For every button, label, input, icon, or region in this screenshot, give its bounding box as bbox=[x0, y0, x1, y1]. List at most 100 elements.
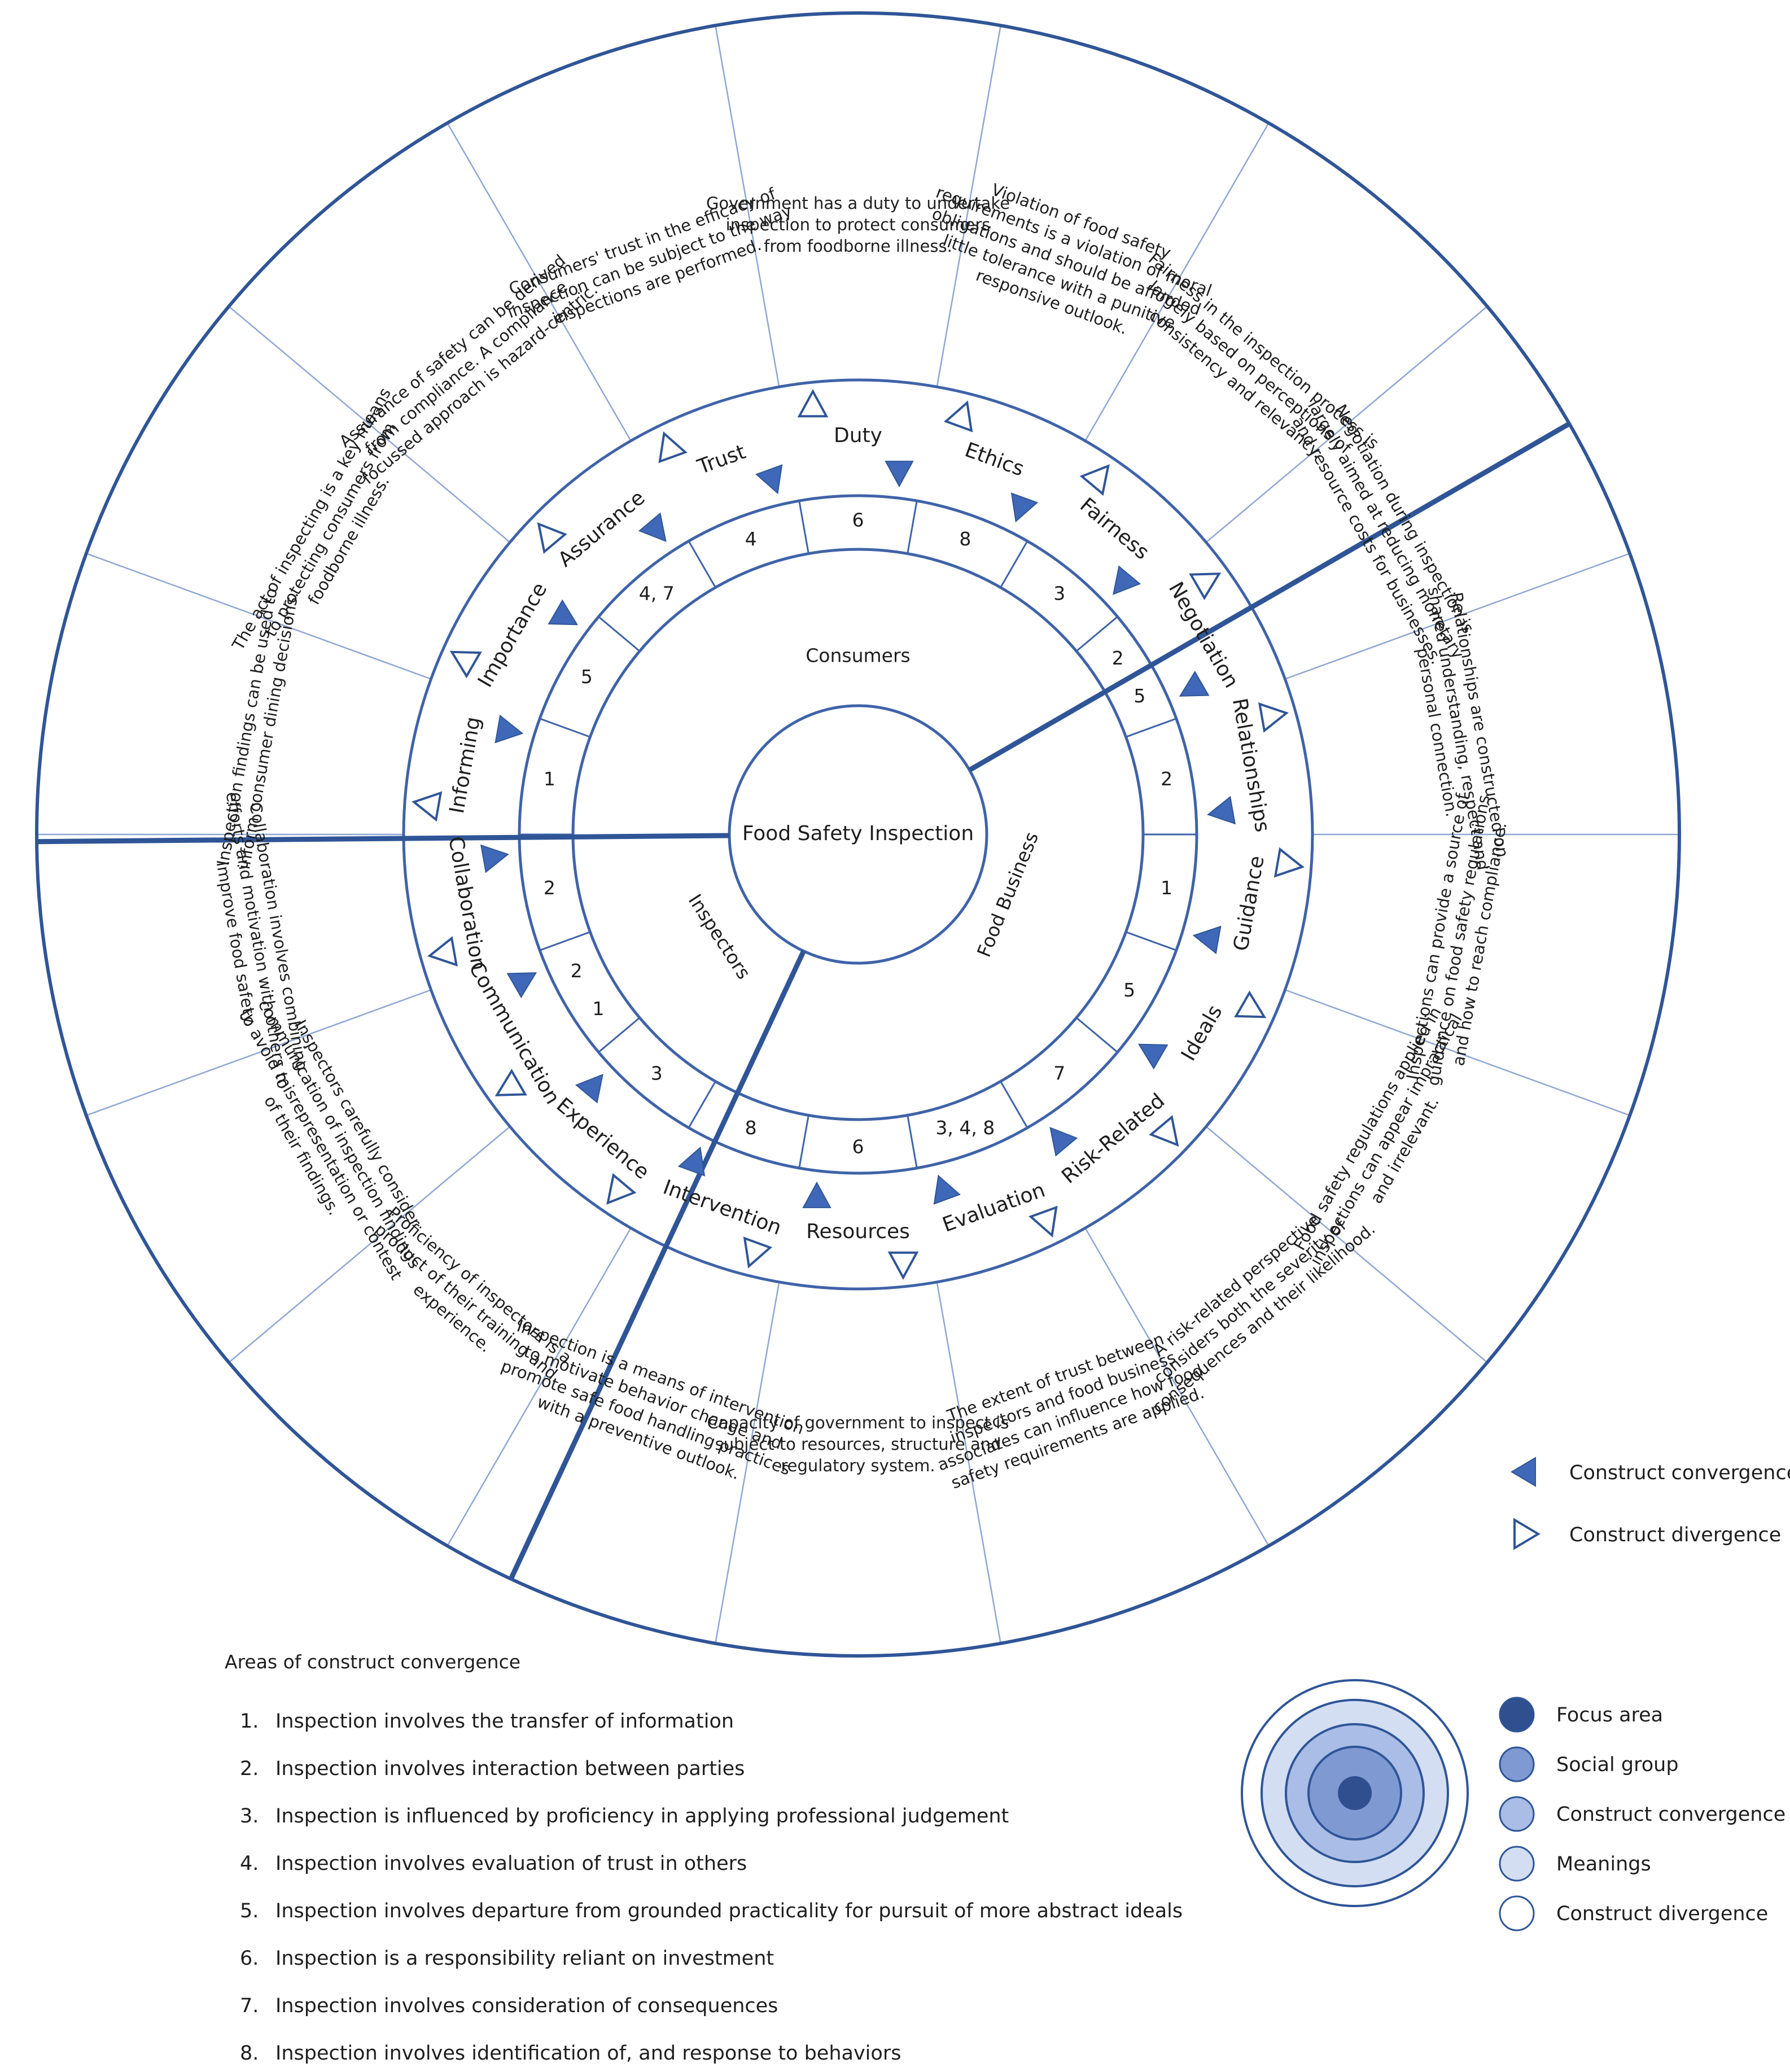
focus-area-ring bbox=[728, 704, 988, 965]
construct-label: Fairness bbox=[1075, 493, 1153, 564]
meaning-line: considers both the severity of bbox=[1150, 1216, 1350, 1388]
legend-construct-divergence-swatch bbox=[1499, 1895, 1535, 1931]
area-number: 1. bbox=[240, 1710, 259, 1733]
construct-label: Informing bbox=[445, 715, 485, 816]
meaning-spoke bbox=[1084, 1227, 1270, 1546]
divergence-marker-icon bbox=[797, 389, 829, 418]
legend-social-group-label: Social group bbox=[1556, 1754, 1679, 1776]
convergence-number: 3 bbox=[1053, 582, 1065, 604]
divergence-marker-icon bbox=[412, 791, 443, 822]
meaning-spoke bbox=[447, 123, 632, 441]
meaning-spoke bbox=[86, 553, 431, 680]
legend-meanings-label: Meanings bbox=[1556, 1853, 1651, 1876]
area-text: Inspection involves interaction between … bbox=[275, 1758, 745, 1780]
area-number: 2. bbox=[240, 1758, 259, 1780]
divergence-marker-icon bbox=[887, 1251, 919, 1280]
convergence-marker-icon bbox=[638, 512, 667, 543]
meaning-line: Government has a duty to undertake bbox=[706, 194, 1010, 213]
convergence-number: 1 bbox=[592, 998, 604, 1020]
divider-food-business-inspectors bbox=[509, 950, 806, 1580]
area-text: Inspection involves identification of, a… bbox=[275, 2042, 901, 2065]
convergence-spoke bbox=[598, 1017, 641, 1053]
group-label-food-business: Food Business bbox=[973, 829, 1043, 960]
meaning-spoke bbox=[1205, 305, 1488, 543]
construct-label: Importance bbox=[474, 579, 552, 691]
meaning-spoke bbox=[936, 1282, 1001, 1644]
area-number: 6. bbox=[240, 1947, 259, 1970]
divergence-marker-icon bbox=[943, 400, 973, 432]
convergence-marker-icon bbox=[480, 844, 509, 873]
outline-triangle-icon bbox=[1513, 1518, 1540, 1550]
meaning-line: from foodborne illness. bbox=[764, 237, 952, 256]
convergence-number: 1 bbox=[544, 768, 555, 790]
construct-label: Resources bbox=[806, 1220, 910, 1243]
convergence-number: 2 bbox=[544, 877, 555, 899]
construct-label: Trust bbox=[694, 440, 749, 479]
area-text: Inspection involves departure from groun… bbox=[275, 1900, 1183, 1922]
meaning-spoke bbox=[715, 1282, 780, 1644]
convergence-spoke bbox=[1126, 931, 1177, 951]
convergence-number: 5 bbox=[581, 666, 593, 688]
convergence-number: 3, 4, 8 bbox=[935, 1117, 995, 1139]
convergence-number: 1 bbox=[1161, 877, 1172, 899]
meaning-spoke bbox=[86, 989, 431, 1116]
convergence-number: 7 bbox=[1053, 1063, 1065, 1085]
area-text: Inspection involves consideration of con… bbox=[275, 1995, 778, 2017]
convergence-marker-icon bbox=[575, 1073, 603, 1104]
convergence-number: 4, 7 bbox=[639, 582, 675, 604]
areas-of-convergence: Areas of construct convergence 1. Inspect… bbox=[225, 1651, 1183, 2065]
areas-title: Areas of construct convergence bbox=[225, 1651, 520, 1673]
convergence-marker-icon bbox=[1192, 925, 1222, 955]
divergence-marker-icon bbox=[427, 936, 458, 967]
construct-label: Ethics bbox=[962, 438, 1027, 481]
meaning-spoke bbox=[936, 25, 1001, 387]
area-number: 3. bbox=[240, 1805, 259, 1828]
convergence-spoke bbox=[907, 1115, 918, 1169]
divider-consumers-food-business bbox=[968, 421, 1571, 772]
divergence-marker-icon bbox=[606, 1173, 637, 1205]
convergence-marker-icon bbox=[1049, 1126, 1078, 1157]
convergence-number: 6 bbox=[852, 1136, 864, 1158]
convergence-number: 6 bbox=[852, 509, 864, 531]
area-number: 7. bbox=[240, 1995, 259, 2017]
divider-inspectors-consumers bbox=[37, 833, 730, 845]
legend-construct-divergence-label: Construct divergence bbox=[1556, 1903, 1768, 1925]
convergence-spoke bbox=[688, 1081, 716, 1129]
convergence-marker-icon bbox=[1179, 671, 1210, 697]
legend-construct-convergence-label: Construct convergence bbox=[1556, 1803, 1785, 1826]
divergence-marker-icon bbox=[1273, 847, 1305, 878]
construct-meaning: Inspectors carefully considercommunicati… bbox=[217, 985, 443, 1293]
convergence-number: 5 bbox=[1133, 685, 1145, 707]
convergence-number: 5 bbox=[1123, 979, 1135, 1001]
legend-social-group-swatch bbox=[1499, 1746, 1535, 1782]
construct-ring bbox=[402, 378, 1314, 1291]
meaning-spoke bbox=[228, 305, 511, 543]
convergence-marker-icon bbox=[677, 1146, 706, 1177]
meaning-spoke bbox=[228, 1126, 511, 1363]
divergence-marker-icon bbox=[537, 522, 567, 554]
construct-label: Intervention bbox=[660, 1175, 785, 1240]
divergence-marker-icon bbox=[1234, 990, 1267, 1018]
divergence-marker-icon bbox=[1029, 1205, 1058, 1238]
convergence-marker-icon bbox=[802, 1181, 831, 1208]
convergence-marker-icon bbox=[1010, 492, 1039, 523]
divergence-marker-icon bbox=[449, 650, 482, 679]
area-text: Inspection is influenced by proficiency … bbox=[275, 1805, 1009, 1828]
convergence-number: 8 bbox=[745, 1117, 757, 1139]
construct-label: Guidance bbox=[1229, 854, 1269, 953]
meaning-line: Capacity of government to inspect is bbox=[707, 1413, 1009, 1432]
meaning-spoke bbox=[1084, 123, 1270, 441]
area-number: 8. bbox=[240, 2042, 259, 2065]
convergence-number: 3 bbox=[651, 1063, 663, 1085]
convergence-number: 2 bbox=[1161, 768, 1172, 790]
convergence-spoke bbox=[539, 718, 590, 738]
convergence-spoke bbox=[1000, 540, 1029, 588]
convergence-spoke bbox=[598, 616, 641, 652]
